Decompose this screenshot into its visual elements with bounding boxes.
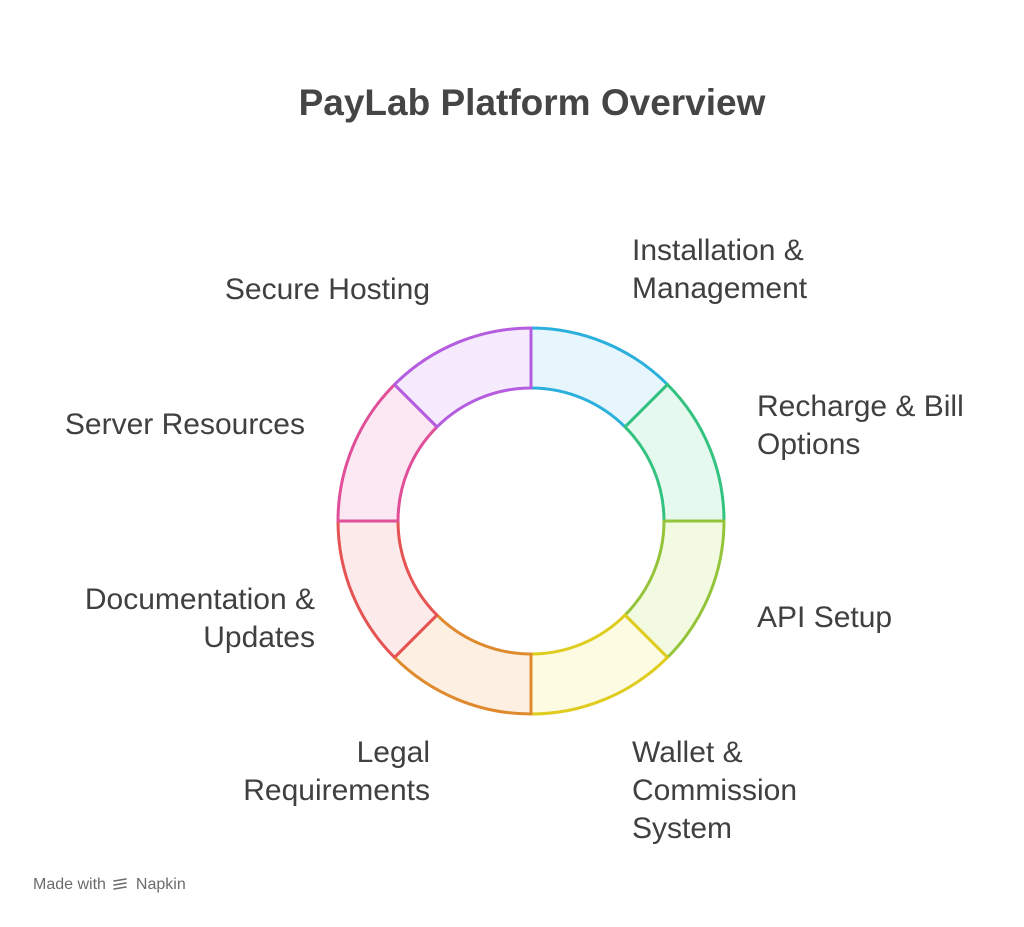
segment-label-installation-management: Installation & Management — [632, 234, 808, 305]
segment-label-secure-hosting: Secure Hosting — [224, 273, 430, 306]
watermark-prefix: Made with — [33, 876, 106, 893]
segment-label-server-resources: Server Resources — [64, 408, 305, 441]
page-title: PayLab Platform Overview — [298, 82, 766, 123]
segment-label-recharge-bill-options: Recharge & Bill Options — [757, 390, 964, 461]
segment-label-api-setup: API Setup — [757, 601, 893, 634]
segment-label-legal-requirements: Legal Requirements — [243, 736, 430, 807]
ring-segment-secure-hosting — [393, 326, 533, 429]
segment-label-documentation-updates: Documentation & Updates — [84, 583, 315, 654]
watermark-brand: Napkin — [135, 876, 186, 893]
segment-label-wallet-commission-system: Wallet & Commission System — [632, 736, 798, 845]
made-with-napkin-watermark: Made with Napkin — [33, 876, 186, 894]
napkin-logo-icon — [113, 878, 127, 890]
